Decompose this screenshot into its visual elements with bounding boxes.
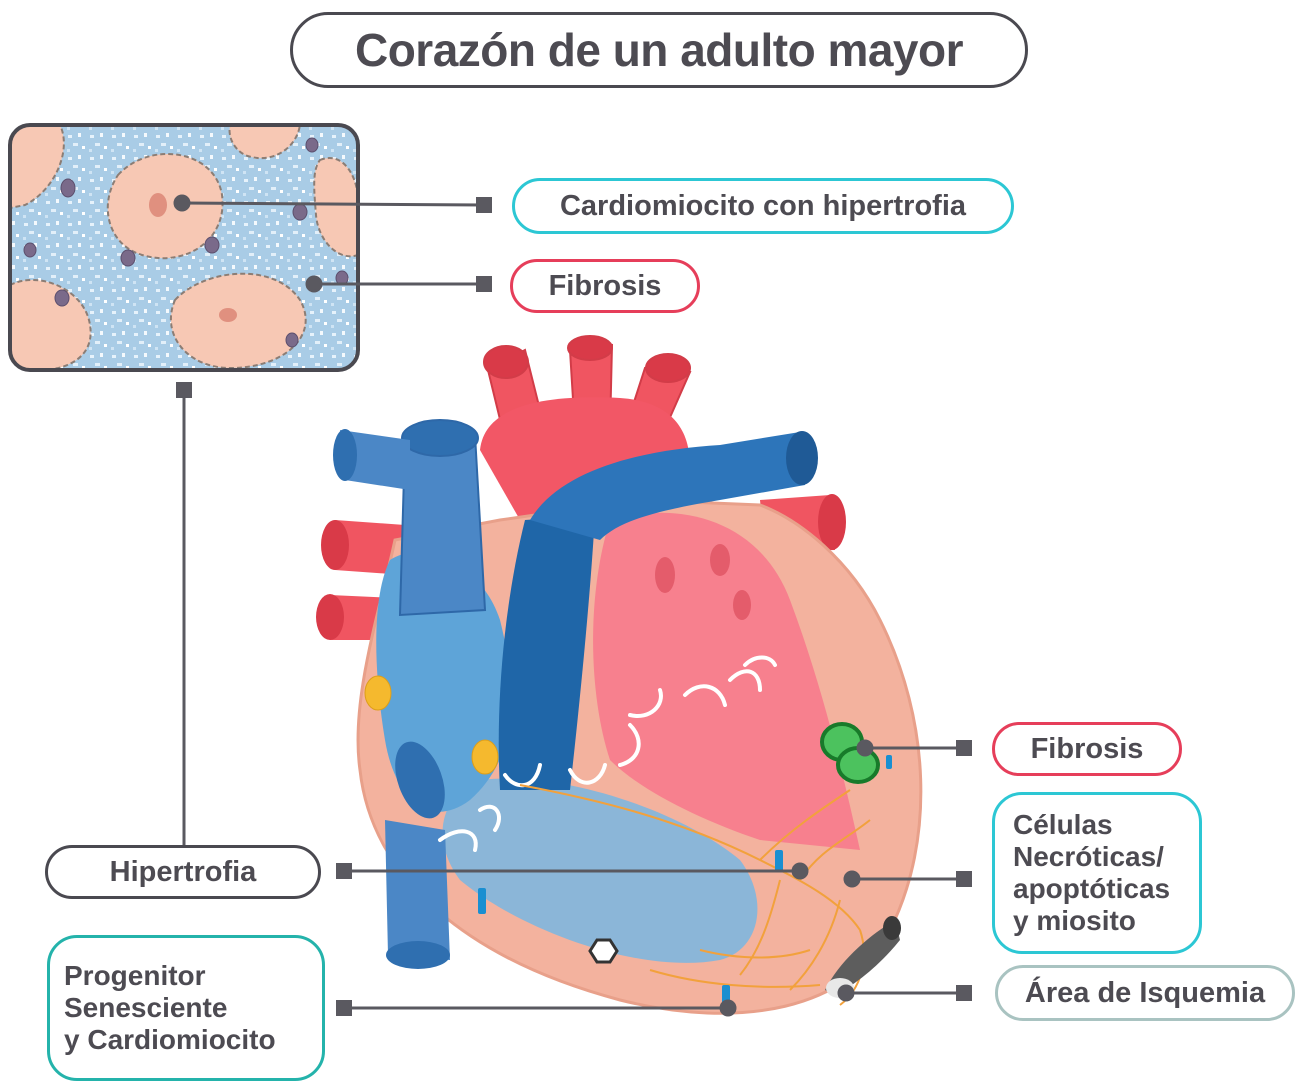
conduction-purkinje-network	[519, 784, 871, 1006]
label-cardiomiocito-hipertrofia: Cardiomiocito con hipertrofia	[512, 178, 1014, 234]
cardiomyocyte-cells	[10, 125, 358, 370]
label-celulas-necroticas: Células Necróticas/ apoptóticas y miosit…	[992, 792, 1202, 954]
fibroblast-nuclei	[23, 137, 349, 348]
pulmonary-trunk	[498, 431, 818, 790]
leader-lines	[173, 194, 972, 1017]
cell-nuclei	[149, 193, 237, 322]
label-fibrosis-tissue: Fibrosis	[510, 259, 700, 313]
tissue-inset	[8, 123, 360, 372]
label-celulas-line-4: y miosito	[1013, 905, 1136, 937]
label-progenitor-senesciente: Progenitor Senesciente y Cardiomiocito	[47, 935, 325, 1081]
page-title: Corazón de un adulto mayor	[290, 12, 1028, 88]
label-celulas-line-3: apoptóticas	[1013, 873, 1171, 904]
heart-illustration	[316, 335, 923, 1015]
label-fibrosis-heart: Fibrosis	[992, 722, 1182, 776]
label-progenitor-line-2: Senesciente	[64, 991, 228, 1023]
label-hipertrofia: Hipertrofia	[45, 845, 321, 899]
tissue-inset-frame	[8, 123, 360, 372]
pulmonary-vein-openings	[655, 544, 751, 620]
label-celulas-line-2: Necróticas/	[1013, 840, 1164, 872]
left-heart-chambers	[593, 512, 860, 850]
label-celulas-line-1: Células	[1013, 808, 1113, 840]
label-area-isquemia: Área de Isquemia	[995, 965, 1295, 1021]
label-progenitor-line-3: y Cardiomiocito	[64, 1024, 276, 1056]
vena-cava	[333, 419, 487, 969]
fibrosis-spot	[820, 722, 880, 784]
heart-valves	[438, 655, 777, 852]
fossa-ovalis	[395, 741, 445, 819]
senescent-progenitor-marker	[588, 938, 619, 964]
label-progenitor-line-1: Progenitor	[64, 959, 206, 991]
sinoatrial-av-nodes	[364, 675, 499, 775]
